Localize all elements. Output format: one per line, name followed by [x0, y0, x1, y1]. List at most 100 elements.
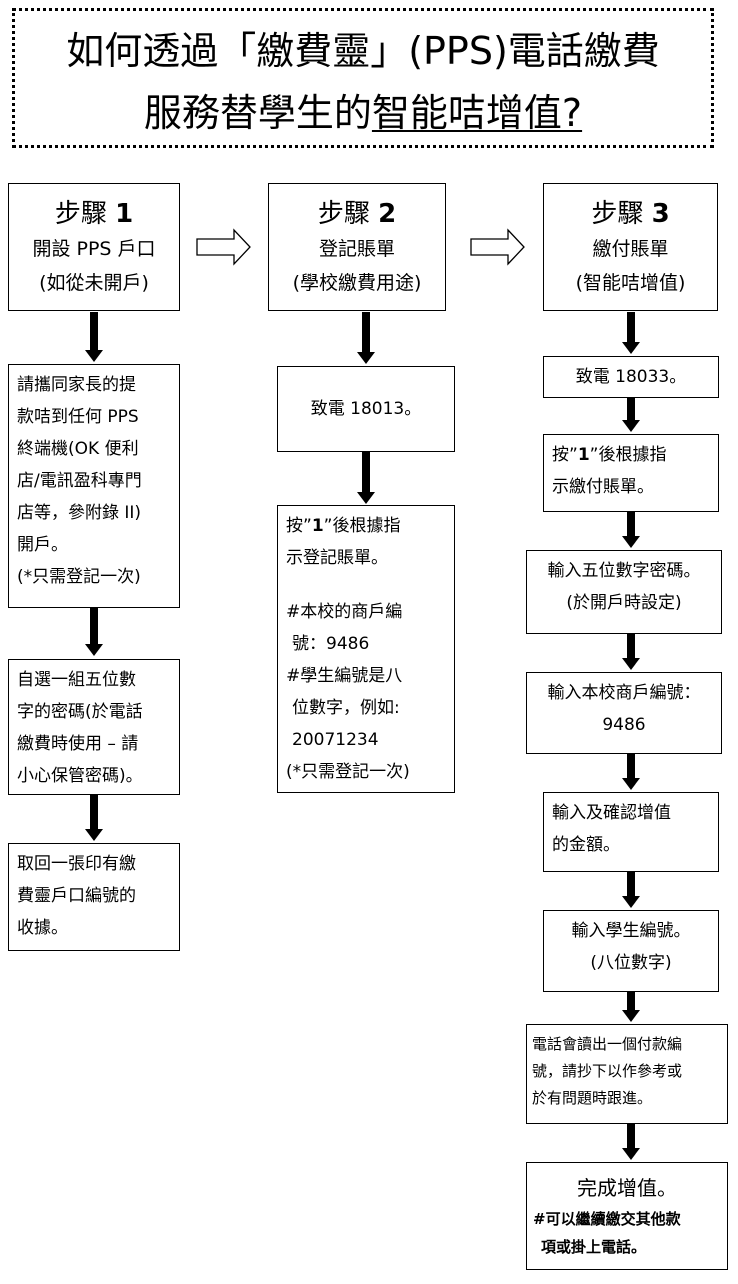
text-line: 店/電訊盈科專門 [17, 471, 142, 491]
text-line: 示登記賬單。 [286, 548, 388, 568]
text-line: (於開戶時設定) [566, 593, 682, 613]
step-2-box-2: 按”1”後根據指 示登記賬單。 #本校的商戶編 號：9486 #學生編號是八 位… [277, 505, 455, 793]
step-2-name: 登記賬單 [318, 238, 395, 260]
press-key: 1 [311, 516, 324, 536]
note-line: (*只需登記一次) [286, 762, 410, 782]
down-arrow-icon [622, 1148, 640, 1160]
arrow-right-icon [470, 228, 525, 266]
step-1-sub: (如從未開戶) [39, 272, 149, 294]
down-arrow-icon [622, 658, 640, 670]
title-box: 如何透過「繳費靈」(PPS)電話繳費 服務替學生的智能咭增值? [12, 8, 714, 148]
text-line: 終端機(OK 便利 [17, 439, 139, 459]
note-line: 20071234 [292, 730, 379, 750]
text-line: 電話會讀出一個付款編 [532, 1035, 683, 1053]
text-line: 號，請抄下以作參考或 [532, 1062, 683, 1080]
step-3-box-8: 完成增值。 #可以繼續繳交其他款 項或掛上電話。 [526, 1162, 728, 1270]
text-line: 輸入學生編號。 [571, 921, 691, 941]
step-1-number: 1 [115, 199, 134, 229]
press-suffix: ”後根據指 [589, 445, 667, 465]
down-arrow-stem [627, 1124, 635, 1148]
press-suffix: ”後根據指 [323, 516, 401, 536]
down-arrow-icon [357, 352, 375, 364]
down-arrow-stem [627, 312, 635, 342]
note-line: #學生編號是八 [286, 666, 403, 686]
text-line: 店等，參附錄 II) [17, 503, 142, 523]
down-arrow-icon [85, 350, 103, 362]
step-3-label: 步驟 [591, 199, 644, 229]
text-line: 於有問題時跟進。 [532, 1089, 653, 1107]
down-arrow-icon [622, 778, 640, 790]
down-arrow-icon [622, 896, 640, 908]
complete-text: 完成增值。 [577, 1176, 677, 1200]
step-3-number: 3 [651, 199, 670, 229]
note-line: 位數字，例如: [292, 698, 400, 718]
step-1-label: 步驟 [54, 199, 107, 229]
step-3-box-2: 按”1”後根據指 示繳付賬單。 [543, 434, 719, 512]
step-3-box-6: 輸入學生編號。 (八位數字) [543, 910, 719, 992]
down-arrow-stem [627, 634, 635, 658]
step-1-box-2: 自選一組五位數 字的密碼(於電話 繳費時使用 – 請 小心保管密碼)。 [8, 659, 180, 795]
title-line-2-underlined: 智能咭增值? [371, 91, 583, 135]
step-3-box-3: 輸入五位數字密碼。 (於開戶時設定) [526, 550, 722, 634]
down-arrow-stem [627, 398, 635, 420]
down-arrow-icon [622, 536, 640, 548]
down-arrow-icon [85, 829, 103, 841]
press-key: 1 [577, 445, 590, 465]
note-line: #可以繼續繳交其他款 [533, 1210, 681, 1228]
text-line: 輸入五位數字密碼。 [547, 561, 701, 581]
step-1-name: 開設 PPS 戶口 [32, 238, 156, 260]
step-2-sub: (學校繳費用途) [292, 272, 422, 294]
step-1-box-3: 取回一張印有繳 費靈戶口編號的 收據。 [8, 843, 180, 951]
note-line: 號：9486 [292, 634, 370, 654]
down-arrow-stem [627, 872, 635, 896]
text-line: 字的密碼(於電話 [17, 702, 143, 722]
note-line: 項或掛上電話。 [541, 1238, 647, 1256]
press-instruction: 按”1”後根據指 [286, 510, 446, 542]
step-3-name: 繳付賬單 [592, 238, 669, 260]
text-line: 小心保管密碼)。 [17, 766, 143, 786]
down-arrow-stem [90, 312, 98, 350]
down-arrow-icon [85, 644, 103, 656]
step-2-number: 2 [378, 199, 397, 229]
text-line: 示繳付賬單。 [552, 477, 654, 497]
down-arrow-icon [622, 420, 640, 432]
down-arrow-stem [627, 754, 635, 778]
text-line: 費靈戶口編號的 [17, 886, 136, 906]
press-prefix: 按” [286, 516, 312, 536]
step-3-box-7: 電話會讀出一個付款編 號，請抄下以作參考或 於有問題時跟進。 [526, 1024, 728, 1124]
text-line: 致電 18033。 [575, 367, 687, 387]
down-arrow-icon [357, 492, 375, 504]
step-1-header: 步驟 1 開設 PPS 戶口 (如從未開戶) [8, 183, 180, 311]
text-line: 款咭到任何 PPS [17, 407, 139, 427]
text-line: 繳費時使用 – 請 [17, 734, 139, 754]
press-instruction: 按”1”後根據指 [552, 439, 710, 471]
text-line: 取回一張印有繳 [17, 854, 136, 874]
text-line: 自選一組五位數 [17, 670, 136, 690]
step-3-sub: (智能咭增值) [575, 272, 686, 294]
down-arrow-stem [627, 992, 635, 1010]
down-arrow-stem [90, 608, 98, 644]
text-line: 收據。 [17, 918, 68, 938]
text-line: (八位數字) [590, 953, 672, 973]
step-2-header: 步驟 2 登記賬單 (學校繳費用途) [268, 183, 446, 311]
title-line-1: 如何透過「繳費靈」(PPS)電話繳費 [66, 29, 660, 73]
text-line: 9486 [602, 715, 646, 735]
title-line-2-plain: 服務替學生的 [143, 91, 372, 135]
down-arrow-stem [362, 312, 370, 352]
down-arrow-stem [90, 795, 98, 829]
text-line: 輸入本校商戶編號： [547, 683, 701, 703]
text-line: (*只需登記一次) [17, 567, 141, 587]
step-3-box-4: 輸入本校商戶編號： 9486 [526, 672, 722, 754]
down-arrow-icon [622, 1010, 640, 1022]
down-arrow-stem [627, 512, 635, 536]
step-3-header: 步驟 3 繳付賬單 (智能咭增值) [543, 183, 718, 311]
text-line: 請攜同家長的提 [17, 375, 136, 395]
step-3-box-1: 致電 18033。 [543, 356, 719, 398]
step-2-box-1: 致電 18013。 [277, 366, 455, 452]
text-line: 致電 18013。 [310, 399, 422, 419]
down-arrow-stem [362, 452, 370, 492]
step-3-box-5: 輸入及確認增值 的金額。 [543, 792, 719, 872]
step-1-box-1: 請攜同家長的提 款咭到任何 PPS 終端機(OK 便利 店/電訊盈科專門 店等，… [8, 364, 180, 608]
down-arrow-icon [622, 342, 640, 354]
text-line: 開戶。 [17, 535, 68, 555]
